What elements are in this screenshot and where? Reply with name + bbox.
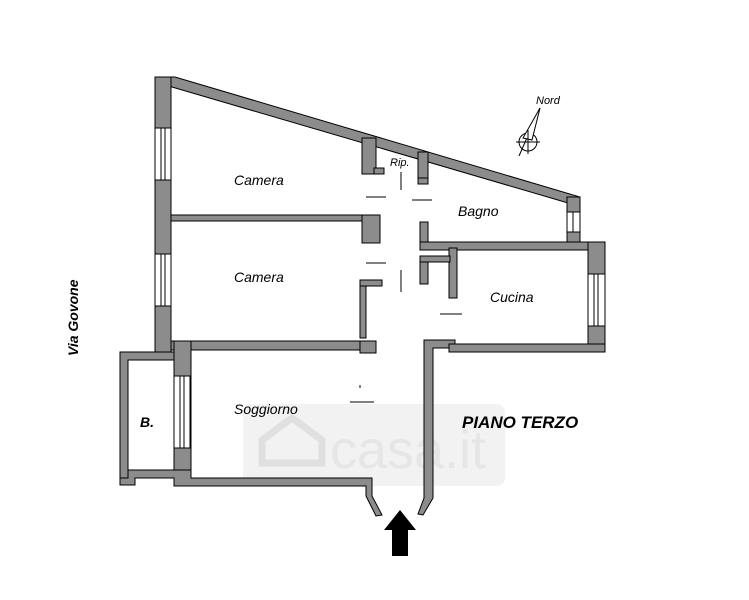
watermark-text: casa.it <box>330 420 486 480</box>
window-camera-mid <box>154 253 172 307</box>
wall-soggiorno-top <box>170 340 368 351</box>
compass-label: Nord <box>536 95 561 107</box>
wall-rip-right-hook <box>417 177 429 185</box>
window-soggiorno <box>173 375 191 449</box>
window-camera-top <box>154 127 172 181</box>
room-label-rip: Rip. <box>390 157 410 169</box>
wall-rip-left <box>361 137 377 175</box>
watermark: casa.it <box>243 404 505 486</box>
wall-bagno-bottom <box>419 241 601 251</box>
wall-cucina-bottom <box>448 343 606 353</box>
street-label: Via Govone <box>65 279 81 356</box>
windows <box>154 127 606 449</box>
room-label-bagno: Bagno <box>458 203 499 219</box>
wall-rip-left-hook <box>373 167 385 175</box>
watermark-house-icon <box>258 413 326 467</box>
room-label-balcone: B. <box>140 414 154 430</box>
wall-hall-left-lower-stub <box>359 279 383 287</box>
wall-cucina-left <box>448 247 458 299</box>
wall-hall-partition-hook <box>419 255 451 263</box>
wall-hall-right <box>417 339 456 516</box>
window-bagno <box>566 211 581 233</box>
wall-balcony <box>119 351 175 479</box>
wall-camera-divider-end <box>361 214 381 244</box>
room-label-cucina: Cucina <box>490 289 534 305</box>
room-label-soggiorno: Soggiorno <box>234 401 298 417</box>
wall-bottom <box>119 469 383 517</box>
compass-icon <box>516 107 541 157</box>
room-label-camera-mid: Camera <box>234 269 284 285</box>
door-openings <box>350 172 462 403</box>
wall-left-exterior <box>154 76 172 353</box>
wall-soggiorno-top-end <box>359 340 377 354</box>
wall-camera-divider <box>170 214 367 222</box>
window-cucina <box>587 273 606 327</box>
floor-label: PIANO TERZO <box>462 413 578 432</box>
wall-hall-left-lower <box>359 279 367 339</box>
entrance-arrow-icon <box>384 510 416 556</box>
room-label-camera-top: Camera <box>234 172 284 188</box>
